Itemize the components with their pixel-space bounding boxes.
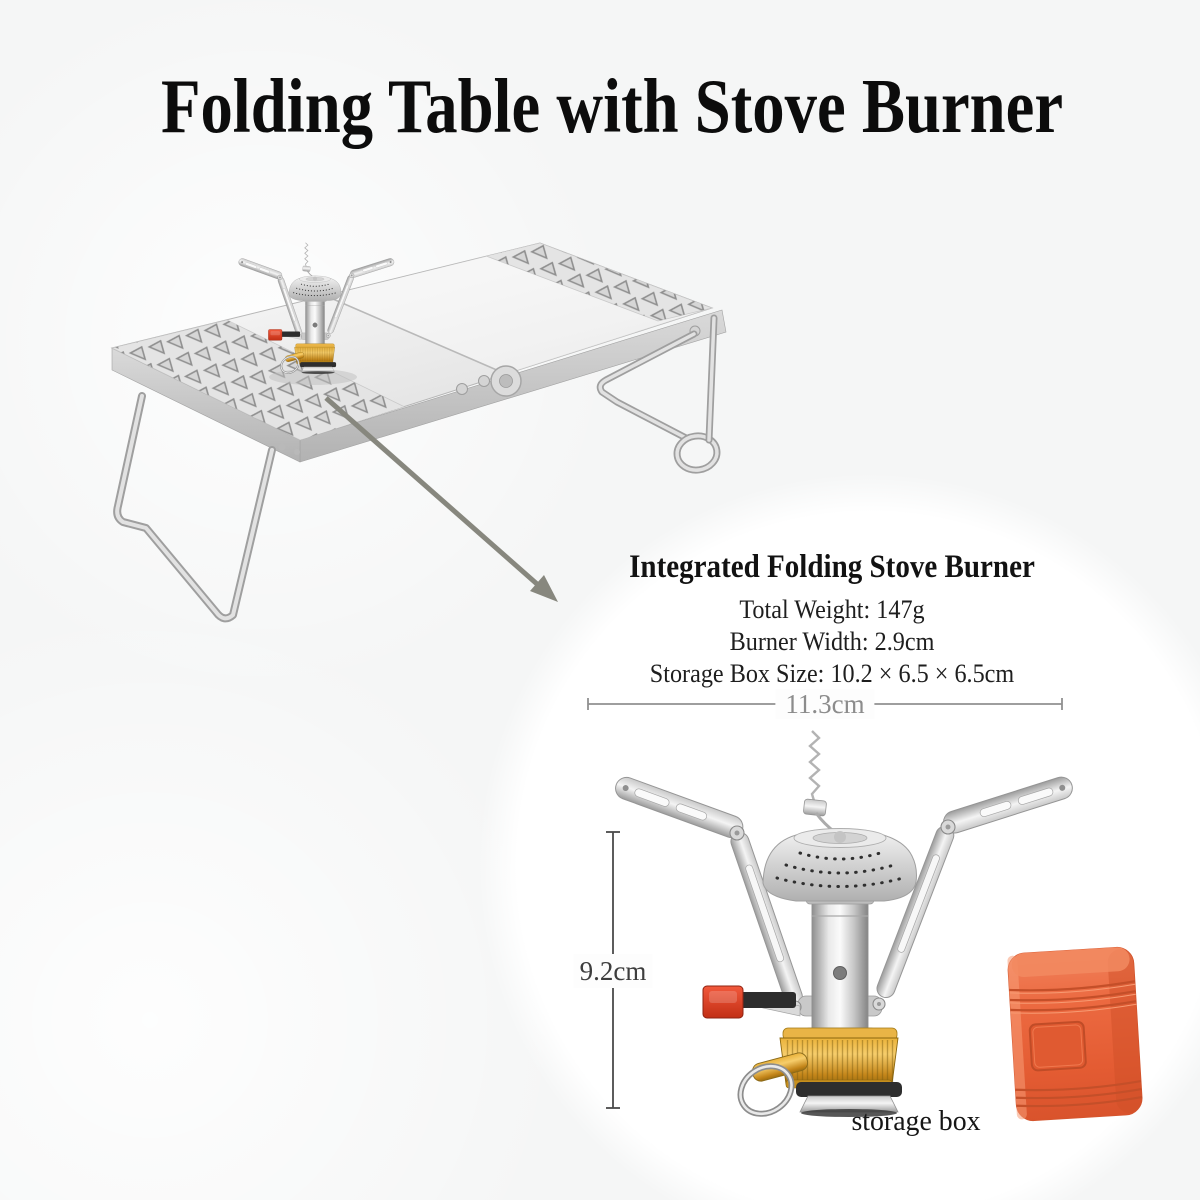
width-dimension-label: 11.3cm — [775, 689, 875, 719]
table-fold-seam — [325, 295, 507, 375]
box-label-recess — [1028, 1020, 1087, 1072]
table-right-leg — [596, 314, 721, 474]
box-bottom-grooves — [1015, 1079, 1143, 1108]
spec-storage-box-size: Storage Box Size: 10.2 × 6.5 × 6.5cm — [649, 659, 1015, 688]
soft-light-bottom — [0, 600, 570, 1200]
table-left-leg — [113, 392, 276, 623]
height-dimension-label: 9.2cm — [573, 954, 653, 988]
folding-table — [110, 242, 727, 623]
box-lid-grooves — [1009, 980, 1137, 1014]
callout-arrow — [324, 396, 558, 602]
spec-total-weight: Total Weight: 147g — [739, 595, 925, 624]
spec-burner-width: Burner Width: 2.9cm — [729, 627, 935, 656]
page-title: Folding Table with Stove Burner — [160, 63, 1064, 149]
storage-box — [1007, 946, 1143, 1122]
storage-box-label: storage box — [851, 1105, 981, 1137]
table-hinge — [278, 325, 701, 455]
detail-heading: Integrated Folding Stove Burner — [629, 549, 1035, 585]
